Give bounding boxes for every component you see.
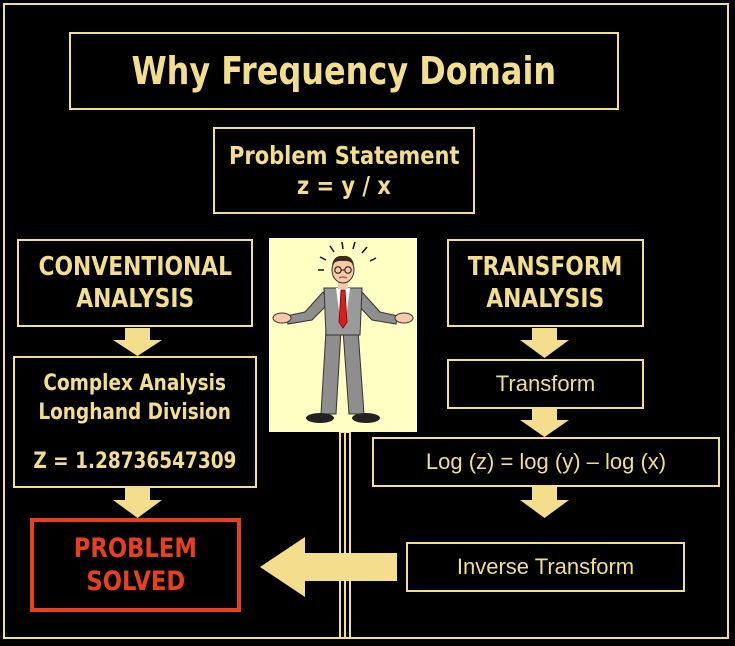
- method-line2: Longhand Division: [38, 399, 232, 425]
- solved-line1: PROBLEM: [73, 533, 198, 564]
- arrow-down-result: [113, 488, 162, 518]
- shrugging-man-figure: [272, 241, 414, 423]
- arrow-left-to-solved: [260, 537, 397, 597]
- log-step-label: Log (z) = log (y) – log (x): [425, 449, 667, 474]
- inverse-transform-label: Inverse Transform: [456, 554, 635, 579]
- inverse-transform-box: Inverse Transform: [406, 542, 685, 592]
- conventional-result: Z = 1.28736547309: [33, 448, 237, 474]
- problem-equation: z = y / x: [297, 170, 391, 200]
- title-box: Why Frequency Domain: [69, 32, 619, 110]
- transform-step-box: Transform: [447, 359, 644, 409]
- problem-solved-box: PROBLEM SOLVED: [30, 518, 241, 612]
- conventional-analysis-box: CONVENTIONAL ANALYSIS: [17, 239, 253, 327]
- signpost-pole: [339, 431, 351, 639]
- transform-heading-line2: ANALYSIS: [486, 284, 605, 314]
- transform-heading-line1: TRANSFORM: [468, 252, 623, 282]
- conventional-heading-line2: ANALYSIS: [75, 284, 194, 314]
- log-step-box: Log (z) = log (y) – log (x): [372, 437, 720, 487]
- arrow-down-conventional: [113, 328, 162, 356]
- solved-line2: SOLVED: [86, 566, 185, 597]
- method-line1: Complex Analysis: [43, 370, 227, 396]
- conventional-method-box: Complex Analysis Longhand Division Z = 1…: [13, 356, 257, 488]
- outer-frame: [3, 3, 729, 639]
- transform-step-label: Transform: [495, 371, 596, 396]
- conventional-heading-line1: CONVENTIONAL: [38, 252, 232, 282]
- page-title: Why Frequency Domain: [131, 49, 557, 93]
- arrow-down-log: [520, 487, 569, 518]
- problem-statement-box: Problem Statement z = y / x: [213, 127, 475, 214]
- arrow-down-transform-analysis: [520, 328, 569, 358]
- arrow-down-transform: [520, 409, 569, 437]
- transform-analysis-box: TRANSFORM ANALYSIS: [447, 239, 644, 327]
- problem-statement-heading: Problem Statement: [228, 140, 460, 170]
